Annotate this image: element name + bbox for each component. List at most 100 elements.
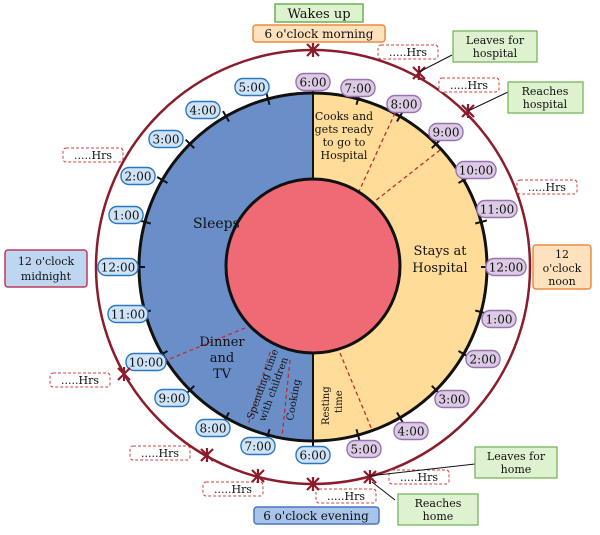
- time-text: 3:00: [153, 133, 180, 147]
- callout-arrows: [368, 54, 509, 501]
- noon-line-1: 12: [555, 248, 569, 261]
- time-label-left-3: 2:00: [120, 166, 156, 186]
- ring-marker-5: [251, 469, 265, 483]
- leaves-home-line-2: home: [501, 463, 532, 476]
- reaches-hospital-line-2: hospital: [523, 98, 568, 111]
- time-pill: [107, 304, 149, 324]
- hour-tick: [355, 429, 361, 442]
- time-text: 4:00: [398, 425, 425, 439]
- reaches-hospital-line-1: Reaches: [522, 85, 569, 98]
- leaves-hospital-box: [452, 30, 538, 63]
- time-label-right-1: 7:00: [340, 78, 376, 98]
- center-circle: [224, 177, 402, 355]
- time-pill: [125, 352, 167, 372]
- hrs-box-0: .....Hrs: [377, 44, 439, 60]
- time-pill: [195, 418, 231, 438]
- time-pill: [386, 94, 422, 114]
- time-text: 1:00: [113, 209, 140, 223]
- time-pill: [465, 349, 501, 369]
- time-text: 4:00: [190, 104, 217, 118]
- resting-line-2: time: [334, 390, 345, 413]
- time-pill: [97, 257, 139, 277]
- time-pill: [428, 122, 464, 142]
- hour-tick: [185, 139, 195, 149]
- time-pill: [108, 205, 144, 225]
- time-pill: [295, 445, 331, 465]
- time-text: 6:00: [300, 449, 327, 463]
- time-text: 2:00: [125, 170, 152, 184]
- noon-line-2: o'clock: [543, 262, 582, 275]
- arrow-reaches-hospital: [467, 91, 509, 112]
- hour-tick: [222, 110, 230, 123]
- time-text: 10:00: [459, 164, 494, 178]
- time-pill: [234, 77, 270, 97]
- cooks-line-2: gets ready: [315, 123, 374, 136]
- hrs-box-4: .....Hrs: [49, 372, 111, 388]
- divider-spending-b: [281, 359, 291, 438]
- time-labels: 5:00 4:00 3:00 2:00 1:00 12:00 11:00 10:00 9:00 8…: [97, 72, 527, 465]
- time-label-right-12: 6:00: [295, 445, 331, 465]
- hrs-box-1: .....Hrs: [438, 77, 500, 93]
- time-text: 9:00: [159, 392, 186, 406]
- hrs-box-frame: [62, 147, 124, 163]
- time-pill: [434, 389, 470, 409]
- time-text: 11:00: [480, 203, 515, 217]
- time-text: 6:00: [300, 76, 327, 90]
- arrow-leaves-hospital: [418, 54, 453, 73]
- time-label-right-9: 3:00: [434, 389, 470, 409]
- time-text: 7:00: [245, 440, 272, 454]
- morning-box: [252, 24, 386, 43]
- time-text: 1:00: [486, 313, 513, 327]
- arrow-reaches-home: [371, 481, 396, 501]
- wakes-up-box: [274, 3, 364, 23]
- morning-label: 6 o'clock morning: [265, 27, 374, 41]
- reaches-home-line-2: home: [423, 510, 454, 523]
- reaches-home-line-1: Reaches: [415, 497, 462, 510]
- ring-marker-7: [363, 470, 377, 484]
- hour-tick: [396, 411, 404, 424]
- hrs-box-frame: [129, 445, 191, 461]
- hrs-text: .....Hrs: [61, 374, 99, 387]
- time-label-right-6: 12:00: [485, 257, 527, 277]
- time-text: 10:00: [129, 356, 164, 370]
- time-label-left-7: 10:00: [125, 352, 167, 372]
- evening-box: [253, 506, 380, 525]
- wakes-up-label: Wakes up: [287, 7, 350, 22]
- divider-cooks-b: [369, 149, 441, 206]
- cooks-line-3: to go to: [323, 136, 366, 149]
- stays-line-1: Stays at: [413, 244, 467, 259]
- resting-line-1: Resting: [321, 386, 332, 425]
- ring-marker-4: [200, 448, 214, 462]
- hour-tick: [265, 92, 271, 105]
- cooks-line-4: Hospital: [321, 149, 368, 162]
- hrs-box-frame: [438, 77, 500, 93]
- time-text: 5:00: [239, 81, 266, 95]
- divider-dinner: [154, 327, 246, 366]
- leaves-hospital-line-1: Leaves for: [466, 34, 525, 47]
- time-text: 2:00: [470, 353, 497, 367]
- time-label-left-9: 8:00: [195, 418, 231, 438]
- time-pill: [120, 166, 156, 186]
- midnight-line-1: 12 o'clock: [18, 255, 75, 268]
- time-pill: [346, 439, 382, 459]
- section-resting: Resting time: [321, 386, 345, 425]
- hrs-text: .....Hrs: [141, 447, 179, 460]
- time-text: 5:00: [351, 443, 378, 457]
- evening-label: 6 o'clock evening: [263, 509, 369, 523]
- section-sleeps: Sleeps: [193, 216, 240, 232]
- arrow-leaves-home: [368, 463, 476, 477]
- time-pill: [476, 199, 518, 219]
- reaches-home-box: [397, 493, 479, 526]
- time-label-right-7: 1:00: [481, 309, 517, 329]
- ring-marker-6: [306, 477, 320, 491]
- reaches-hospital-box: [507, 81, 584, 114]
- time-label-right-5: 11:00: [476, 199, 518, 219]
- time-text: 12:00: [489, 261, 524, 275]
- hrs-box-5: .....Hrs: [129, 445, 191, 461]
- divider-spending-a: [247, 351, 271, 426]
- ring-marker-1: [412, 66, 426, 80]
- midnight-box: [4, 249, 88, 288]
- divider-cooks-a: [354, 112, 396, 201]
